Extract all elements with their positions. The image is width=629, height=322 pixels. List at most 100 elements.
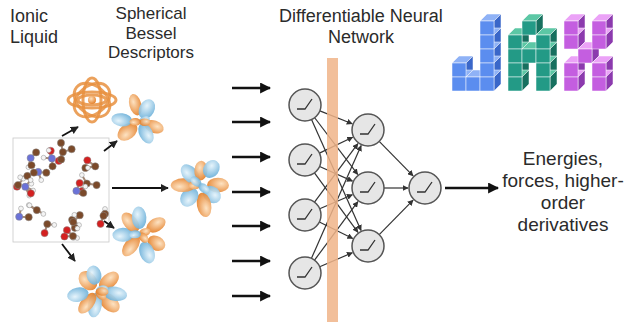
logo-cube-side [522, 70, 529, 91]
activation-glyph [297, 154, 312, 164]
neuron [289, 144, 321, 176]
activation-glyph [297, 209, 312, 219]
atom [26, 203, 31, 208]
jax-logo [452, 14, 613, 91]
atom [80, 189, 87, 196]
descriptor-lobe [196, 181, 211, 196]
logo-cube-front [480, 49, 494, 63]
logo-cube-side [606, 28, 613, 49]
logo-cube-front [452, 63, 466, 77]
atom [69, 232, 76, 239]
logo-cube-front [508, 49, 522, 63]
logo-cube-front [564, 21, 578, 35]
atom [75, 226, 80, 231]
neuron [289, 89, 321, 121]
atom [57, 139, 64, 146]
logo-cube-front [480, 63, 494, 77]
logo-cube-front [466, 77, 480, 91]
atom [70, 218, 77, 225]
descriptor-ring [68, 76, 117, 123]
descriptor-ring [78, 95, 106, 105]
logo-cube-front [522, 21, 536, 35]
logo-cube-front [508, 35, 522, 49]
logo-cube-front [536, 49, 550, 63]
activation-glyph [360, 124, 375, 134]
atom [73, 187, 80, 194]
arrow [104, 221, 114, 228]
atom [61, 233, 68, 240]
atom [41, 229, 48, 236]
output-arrow [445, 187, 498, 190]
logo-cube-front [480, 21, 494, 35]
atom [14, 181, 21, 188]
logo-cube-front [564, 35, 578, 49]
logo-cube-front [592, 21, 606, 35]
descriptor-lobe [131, 206, 147, 229]
atom [92, 163, 99, 170]
neuron [409, 172, 441, 204]
label-text: Spherical Bessel Descriptors [95, 4, 207, 63]
logo-cube-front [452, 77, 466, 91]
activation-glyph [297, 99, 312, 109]
neuron [352, 230, 384, 262]
logo-cube-front [592, 63, 606, 77]
atom [58, 156, 65, 163]
logo-cube-front [508, 77, 522, 91]
network-connection [379, 200, 413, 234]
activation-glyph [360, 182, 375, 192]
atom [76, 212, 83, 219]
descriptor-lobe [129, 230, 142, 239]
logo-cube-side [606, 70, 613, 91]
input-arrow [232, 156, 270, 159]
input-arrow [232, 191, 270, 194]
descriptor-lobe [93, 287, 108, 302]
neuron [289, 199, 321, 231]
input-arrow [232, 121, 270, 124]
atom [97, 220, 104, 227]
activation-glyph [417, 182, 432, 192]
simulation-cell [13, 138, 109, 242]
logo-cube-front [480, 77, 494, 91]
logo-cube-side [494, 70, 501, 91]
logo-cube-front [592, 35, 606, 49]
logo-cube-front [536, 63, 550, 77]
atom [28, 162, 35, 169]
input-arrow [232, 225, 270, 228]
atom [33, 206, 40, 213]
descriptor-image [66, 264, 128, 318]
label-text: Differentiable Neural Network [272, 6, 450, 47]
descriptor-core [88, 96, 96, 104]
descriptor-lobe [111, 112, 133, 128]
atom [72, 212, 77, 217]
atom [68, 146, 75, 153]
atom [27, 203, 32, 208]
neural-network [289, 58, 441, 322]
label-text: Ionic Liquid [10, 6, 74, 47]
dropout-band [327, 58, 338, 322]
logo-cube-front [508, 63, 522, 77]
logo-cube-side [550, 70, 557, 91]
logo-cube-front [536, 77, 550, 91]
activation-glyph [360, 240, 375, 250]
network-connection [384, 187, 408, 188]
network-connection [379, 141, 413, 175]
descriptor-image [111, 92, 166, 146]
neuron [289, 257, 321, 289]
input-arrow [232, 260, 270, 263]
arrow [62, 244, 75, 261]
atom [83, 184, 88, 189]
atom [100, 212, 107, 219]
atom [22, 183, 29, 190]
logo-cube-front [564, 63, 578, 77]
atom [44, 220, 51, 227]
logo-cube-front [578, 49, 592, 63]
atom [30, 169, 37, 176]
atom [79, 173, 84, 178]
atom [41, 155, 46, 160]
logo-cube-side [578, 70, 585, 91]
atom [28, 178, 33, 183]
descriptor-lobe [129, 118, 141, 126]
atom [52, 223, 57, 228]
logo-cube-front [564, 77, 578, 91]
